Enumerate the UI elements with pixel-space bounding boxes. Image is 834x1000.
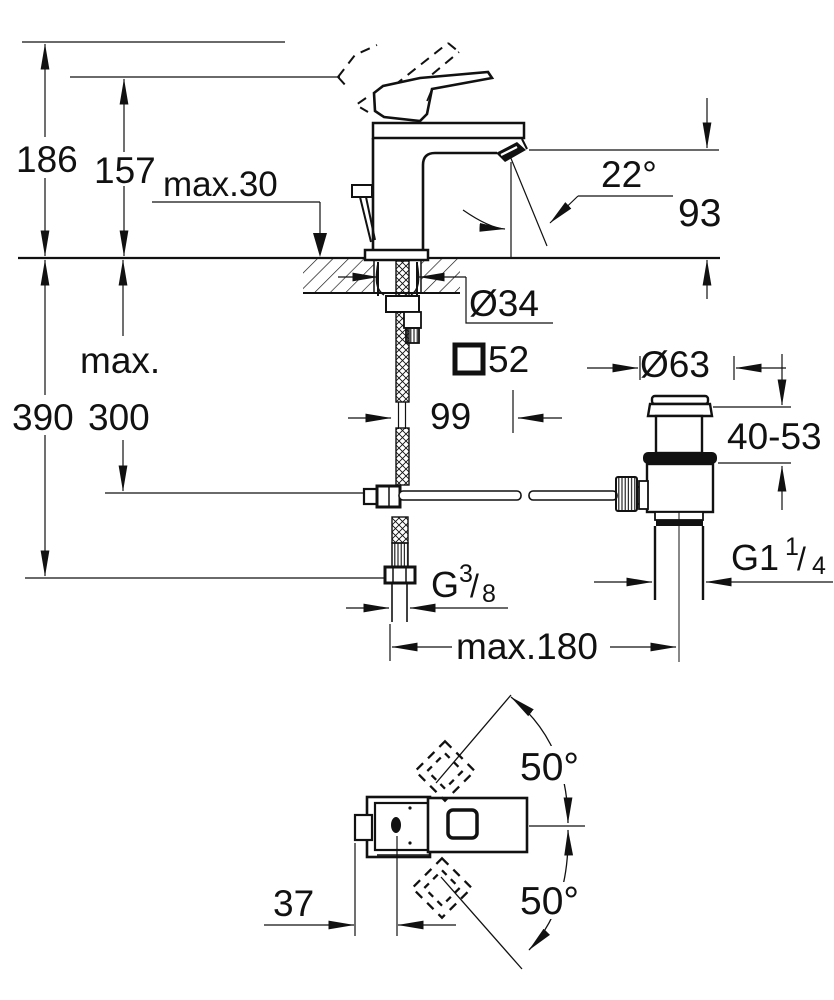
dim-label-drain-flange-diameter: Ø63	[640, 344, 710, 385]
dim-label-swing-up: 50°	[520, 746, 579, 789]
dim-label-clamp-range: 40-53	[727, 416, 822, 457]
dim-label-spout-height: 157	[94, 150, 156, 191]
dim-label-swing-down: 50°	[520, 880, 579, 923]
pop-up-knob-back	[351, 184, 376, 243]
plan-outlet-marker	[391, 817, 401, 833]
dim-label-below-max-value: 300	[88, 397, 150, 438]
dim-label-hose-thread: G 3 / 8	[431, 560, 496, 608]
plan-spout-cube	[446, 808, 479, 840]
dim-label-stream-angle: 22°	[601, 154, 657, 195]
dim-label-max-deck-thickness: max.30	[163, 165, 278, 204]
dimension-annotations	[22, 41, 833, 661]
dim-label-spout-to-deck: 93	[678, 192, 721, 235]
hose-thread-g: G	[431, 564, 459, 605]
hose-connector-nut	[383, 565, 417, 585]
drain-thread-denominator: 4	[812, 552, 826, 580]
dimension-labels: 186 157 max.30 22° 93 Ø34 52 99 max. 300…	[12, 139, 826, 924]
dim-label-body-square: 52	[488, 339, 529, 380]
dim-label-drain-thread: G1 1 / 4	[731, 533, 826, 580]
drain-gasket	[643, 452, 717, 464]
dim-label-shank-diameter: Ø34	[469, 283, 539, 324]
drain-assembly	[638, 394, 717, 662]
lever-handle	[372, 70, 495, 123]
pop-up-rod	[105, 476, 649, 512]
shank-and-hoses	[105, 260, 649, 622]
drain-thread-g: G1	[731, 537, 779, 578]
water-stream	[462, 155, 548, 257]
dim-label-outlet-offset: 37	[273, 883, 314, 924]
dim-label-below-total: 390	[12, 397, 74, 438]
faucet-body	[351, 70, 528, 262]
dim-label-spout-reach: 99	[430, 396, 471, 437]
drain-thread-numerator: 1	[785, 533, 799, 561]
plan-annotations	[264, 694, 594, 970]
hose-thread-denominator: 8	[482, 580, 496, 608]
hose-thread-slash: /	[470, 568, 479, 604]
plan-view	[264, 694, 594, 970]
dim-label-total-height: 186	[16, 139, 78, 180]
spout-outlet	[496, 138, 528, 162]
square-profile-symbol	[452, 342, 486, 376]
dim-label-below-max-word: max.	[80, 340, 160, 381]
drain-thread-slash: /	[797, 541, 806, 577]
plan-faucet-body	[353, 795, 529, 859]
plan-pop-up-knob	[353, 813, 374, 842]
front-view	[18, 42, 720, 622]
hose-thread-numerator: 3	[459, 560, 473, 588]
dim-label-rod-max-distance: max.180	[456, 626, 598, 667]
